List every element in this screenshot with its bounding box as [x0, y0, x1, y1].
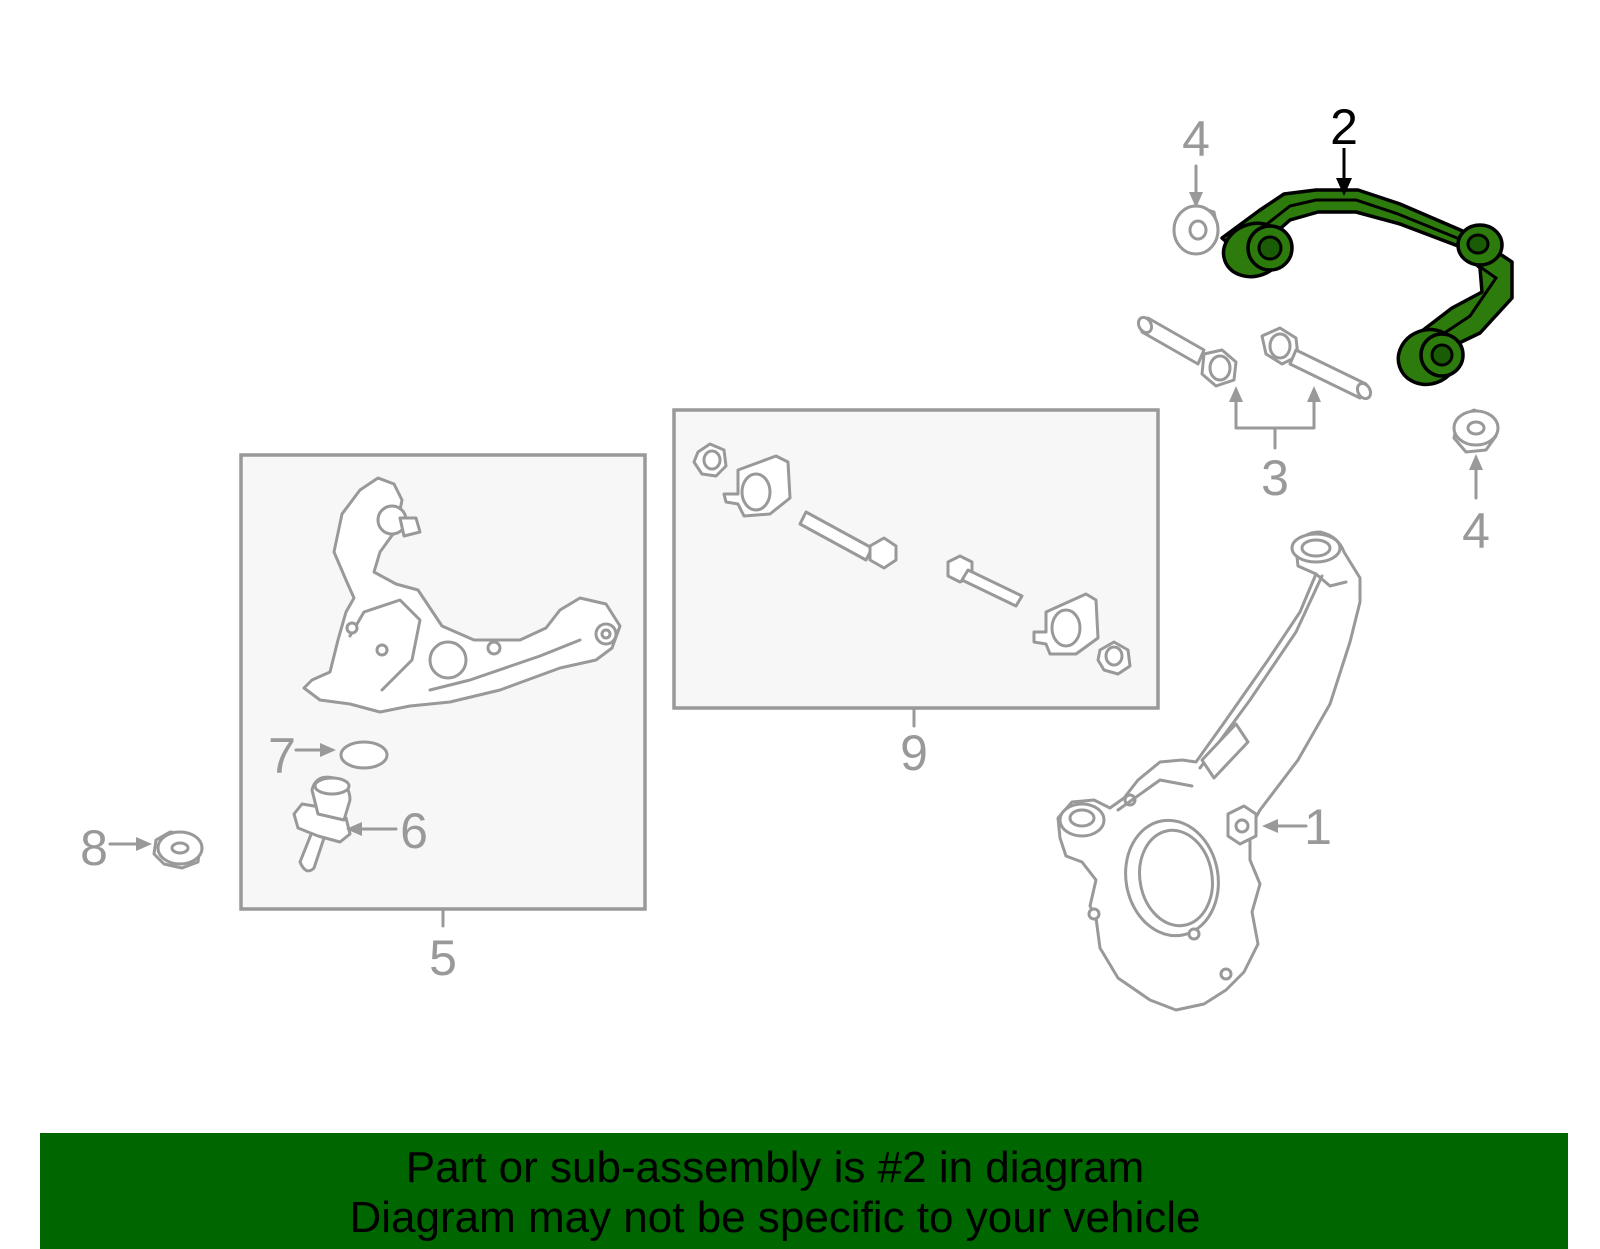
- callout-5: 5: [429, 907, 457, 986]
- steering-knuckle[interactable]: [1056, 530, 1362, 1012]
- callout-4-upper-label: 4: [1182, 111, 1210, 167]
- callout-8: 8: [80, 820, 152, 876]
- callout-7-label: 7: [268, 728, 296, 784]
- callout-5-label: 5: [429, 930, 457, 986]
- callout-2: 2: [1330, 99, 1358, 196]
- o-ring-7[interactable]: [339, 740, 389, 770]
- kit-9-box: [672, 408, 1160, 710]
- callout-4-lower-label: 4: [1462, 503, 1490, 559]
- callout-4-upper: 4: [1182, 111, 1210, 208]
- callout-6-label: 6: [400, 803, 428, 859]
- nut-4-lower[interactable]: [1452, 408, 1500, 454]
- callout-6: 6: [346, 803, 428, 859]
- callout-1-label: 1: [1304, 799, 1332, 855]
- callout-1: 1: [1262, 799, 1332, 855]
- callout-9: 9: [900, 706, 928, 781]
- upper-control-arm[interactable]: [1216, 188, 1514, 393]
- lower-control-arm[interactable]: [302, 476, 622, 714]
- nut-4-upper[interactable]: [1172, 204, 1220, 256]
- parts-diagram: 2 4 3 4: [80, 99, 1514, 1012]
- info-banner: Part or sub-assembly is #2 in diagram Di…: [40, 1133, 1568, 1249]
- callout-3-label: 3: [1261, 450, 1289, 506]
- bolt-3-right[interactable]: [1260, 326, 1373, 401]
- callout-8-label: 8: [80, 820, 108, 876]
- callout-2-label: 2: [1330, 99, 1358, 155]
- banner-line-2: Diagram may not be specific to your vehi…: [349, 1193, 1201, 1242]
- kit-9-parts[interactable]: [692, 442, 1132, 676]
- callout-7: 7: [268, 728, 336, 784]
- banner-line-1: Part or sub-assembly is #2 in diagram: [405, 1143, 1145, 1192]
- bolt-3-left[interactable]: [1136, 315, 1238, 388]
- nut-8[interactable]: [152, 830, 204, 870]
- callout-9-label: 9: [900, 725, 928, 781]
- callout-3: 3: [1229, 386, 1321, 506]
- ball-joint-6[interactable]: [292, 775, 352, 873]
- callout-4-lower: 4: [1462, 454, 1490, 559]
